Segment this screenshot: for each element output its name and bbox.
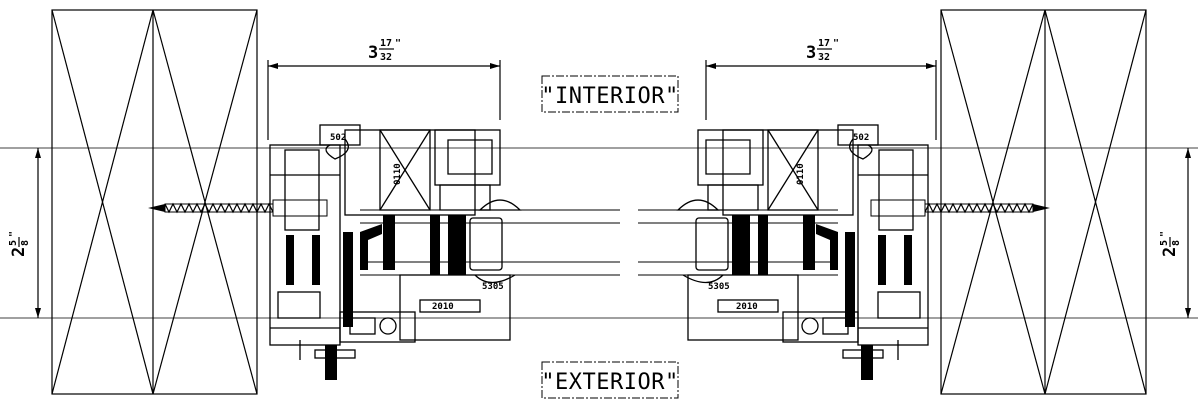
- left-height-unit: ": [8, 231, 19, 237]
- left-glass-pane: [360, 209, 620, 276]
- right-width-dimension: [705, 60, 937, 140]
- left-part-5305: 5305: [482, 282, 504, 292]
- right-height-whole: 2: [1160, 247, 1180, 257]
- right-width-num: 17: [818, 38, 830, 49]
- right-width-label: 3 17 32 ": [806, 38, 839, 63]
- left-height-label: 2 5 8 ": [8, 231, 31, 257]
- left-height-dimension: [35, 148, 41, 318]
- right-width-den: 32: [818, 52, 830, 63]
- interior-label: "INTERIOR": [541, 84, 678, 109]
- left-height-num: 5: [8, 240, 19, 246]
- left-main-frame: [269, 124, 522, 360]
- left-wall-block: [51, 9, 258, 395]
- right-height-label: 2 5 8 ": [1159, 231, 1182, 257]
- left-width-num: 17: [380, 38, 392, 49]
- left-width-unit: ": [395, 38, 401, 49]
- right-main-frame: [676, 124, 929, 360]
- left-height-den: 8: [20, 240, 31, 246]
- left-part-0110: 0110: [393, 163, 403, 185]
- right-part-2010: 2010: [736, 302, 758, 312]
- right-frame-geometry: [638, 9, 1191, 395]
- right-part-5305: 5305: [708, 282, 730, 292]
- right-screw: [870, 199, 1050, 217]
- exterior-label-box: "EXTERIOR": [541, 361, 679, 399]
- left-frame-section: 502 0110 2010 5305 3 17 32 " 2 5: [8, 9, 620, 395]
- left-width-label: 3 17 32 ": [368, 38, 401, 63]
- left-part-numbers: 502 0110 2010 5305: [330, 133, 504, 312]
- left-width-dimension: [267, 60, 501, 140]
- guide-lines: [0, 147, 1198, 319]
- right-part-0110: 0110: [796, 163, 806, 185]
- right-height-num: 5: [1159, 240, 1170, 246]
- left-height-whole: 2: [9, 247, 29, 257]
- left-width-den: 32: [380, 52, 392, 63]
- left-part-502: 502: [330, 133, 346, 143]
- exterior-label: "EXTERIOR": [541, 370, 678, 395]
- left-width-whole: 3: [368, 43, 378, 63]
- right-width-unit: ": [833, 38, 839, 49]
- right-height-dimension: [1185, 148, 1191, 318]
- right-part-502: 502: [853, 133, 869, 143]
- right-wall-block: [940, 9, 1147, 395]
- right-height-den: 8: [1171, 240, 1182, 246]
- left-part-2010: 2010: [432, 302, 454, 312]
- interior-label-box: "INTERIOR": [541, 75, 679, 113]
- right-width-whole: 3: [806, 43, 816, 63]
- right-part-numbers: 502 0110 2010 5305: [708, 133, 869, 312]
- right-gasket-bars: [732, 215, 912, 380]
- right-glass-pane: [638, 209, 838, 276]
- left-screw: [148, 199, 328, 217]
- right-height-unit: ": [1159, 231, 1170, 237]
- left-gasket-bars: [286, 215, 466, 380]
